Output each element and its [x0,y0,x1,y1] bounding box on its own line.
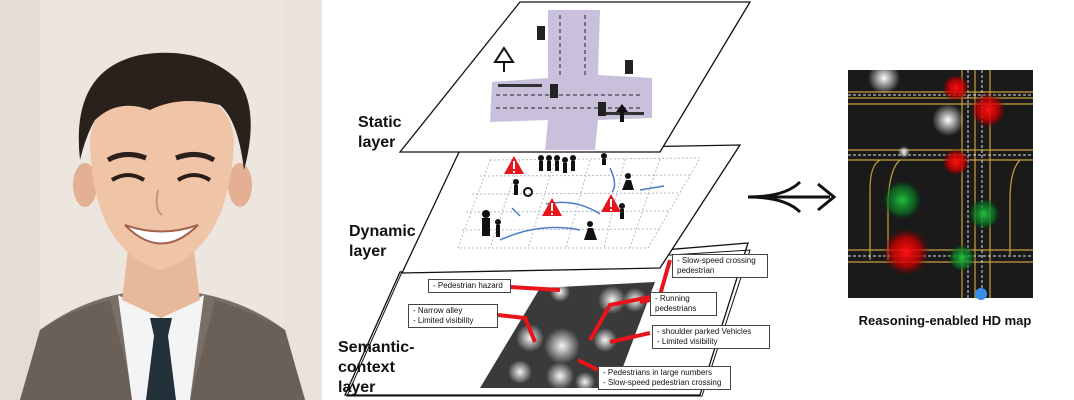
static-layer [398,1,752,153]
warning-sign-icon [504,156,524,174]
note-shoulder-parked-vehicles: - shoulder parked Vehicles- Limited visi… [652,325,770,349]
pedestrian-icon [482,153,634,240]
portrait-photo [0,0,322,400]
hd-map-caption: Reasoning-enabled HD map [858,313,1032,328]
warning-sign-icon [542,198,562,216]
note-slow-speed-crossing: - Slow-speed crossing pedestrian [672,254,768,278]
warning-sign-icon [601,194,621,212]
hd-map [848,62,1033,300]
dynamic-layer [400,144,742,274]
note-running-pedestrians: - Running pedestrians [650,292,717,316]
traffic-light-icon [537,26,633,116]
warning-sign-icon [493,46,515,72]
note-narrow-alley: - Narrow alley- Limited visibility [408,304,498,328]
arrow-right-merge-icon [747,180,837,214]
note-pedestrian-hazard: - Pedestrian hazard [428,279,511,293]
note-pedestrians-large: - Pedestrians in large numbers- Slow-spe… [598,366,731,390]
